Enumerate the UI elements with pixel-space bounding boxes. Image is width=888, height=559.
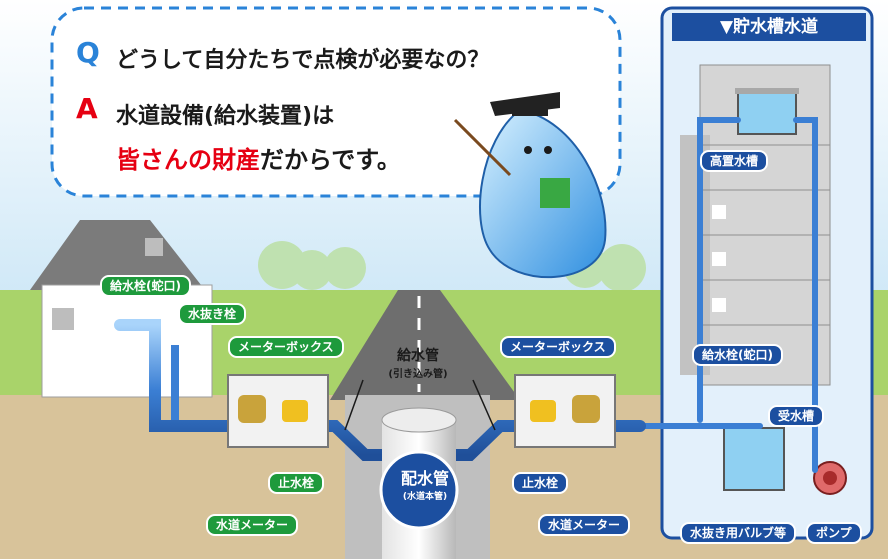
answer-line1: 水道設備(給水装置)は [116,104,335,129]
building [660,6,874,540]
label-stop-valve-right: 止水栓 [512,472,569,494]
meter-box-right [514,374,616,448]
label-drain-valves: 水抜き用バルブ等 [680,522,797,544]
question-text: どうして自分たちで点検が必要なの？ [116,48,490,73]
label-meter-box-right: メーターボックス [500,336,616,358]
building-pipes [637,117,818,473]
label-water-meter-left: 水道メーター [206,514,299,536]
main-pipe-title: 配水管 [400,469,449,488]
label-supply-pipe: 給水管 (引き込み管) [378,345,458,380]
label-drain-valve: 水抜き栓 [178,303,247,325]
meter-box-left [227,374,329,448]
main-pipe-sub: (水道本管) [402,492,448,502]
panel-title: ▼貯水槽水道 [719,17,819,37]
label-pump: ポンプ [806,522,862,544]
speech-bubble [50,6,622,198]
label-meter-box-left: メーターボックス [228,336,344,358]
answer-rest: だからです。 [260,146,401,174]
q-mark: Q [76,36,100,69]
label-stop-valve-left: 止水栓 [268,472,325,494]
label-faucet-building: 給水栓(蛇口) [692,344,783,366]
answer-emphasis: 皆さんの財産 [116,146,260,174]
a-mark: A [76,92,98,125]
supply-pipe-sub: (引き込み管) [388,369,448,380]
main-pipe [379,407,459,559]
supply-pipe-title: 給水管 [397,348,439,364]
label-elevated-tank: 高置水槽 [700,150,769,172]
answer-line2: 皆さんの財産だからです。 [116,140,401,175]
label-faucet-house: 給水栓(蛇口) [100,275,191,297]
label-water-meter-right: 水道メーター [538,514,631,536]
water-mascot [453,92,607,279]
road [330,290,520,400]
house [30,220,213,398]
label-leaders [344,379,496,431]
label-main-pipe: 配水管 (水道本管) [370,465,480,502]
label-receiving-tank: 受水槽 [768,405,825,427]
